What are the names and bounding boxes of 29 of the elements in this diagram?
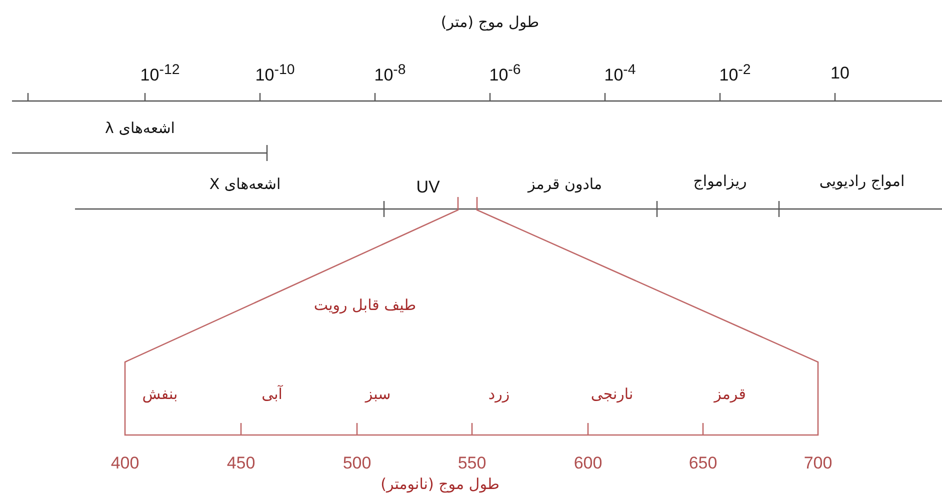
- tick-label: 10: [830, 64, 850, 84]
- tick-label: 10$^{-8}$: [374, 62, 406, 86]
- tick-label: 10$^{-10}$: [255, 62, 295, 86]
- tick-label: 10$^{-6}$: [489, 62, 521, 86]
- tick-label: 550: [458, 454, 486, 474]
- color-label: زرد: [488, 386, 510, 402]
- band-label: امواج رادیویی: [819, 172, 905, 190]
- color-label: نارنجی: [590, 386, 634, 402]
- tick-label: 650: [688, 454, 718, 474]
- tick-label: 700: [804, 454, 832, 474]
- band-label: اشعه‌های X: [209, 176, 281, 192]
- tick-label: 10$^{-2}$: [719, 62, 751, 86]
- color-label: آبی: [262, 386, 282, 402]
- tick-label: 10$^{-4}$: [604, 62, 636, 86]
- section-title: طیف قابل رویت: [314, 296, 416, 314]
- axis-title: طول موج (نانومتر): [380, 476, 500, 492]
- color-label: سبز: [365, 386, 391, 402]
- tick-label: 400: [110, 454, 140, 474]
- color-label: قرمز: [714, 386, 746, 402]
- band-label: ریزامواج: [693, 172, 747, 190]
- band-label: مادون قرمز: [528, 176, 602, 192]
- axis-title: طول موج (متر): [440, 14, 540, 30]
- color-label: بنفش: [142, 386, 178, 402]
- tick-label: 500: [342, 454, 372, 474]
- tick-label: 450: [226, 454, 256, 474]
- tick-label: 10$^{-12}$: [140, 62, 180, 86]
- tick-label: 600: [574, 454, 602, 474]
- band-label: اشعه‌های λ: [105, 120, 175, 136]
- band-label: UV: [416, 178, 440, 198]
